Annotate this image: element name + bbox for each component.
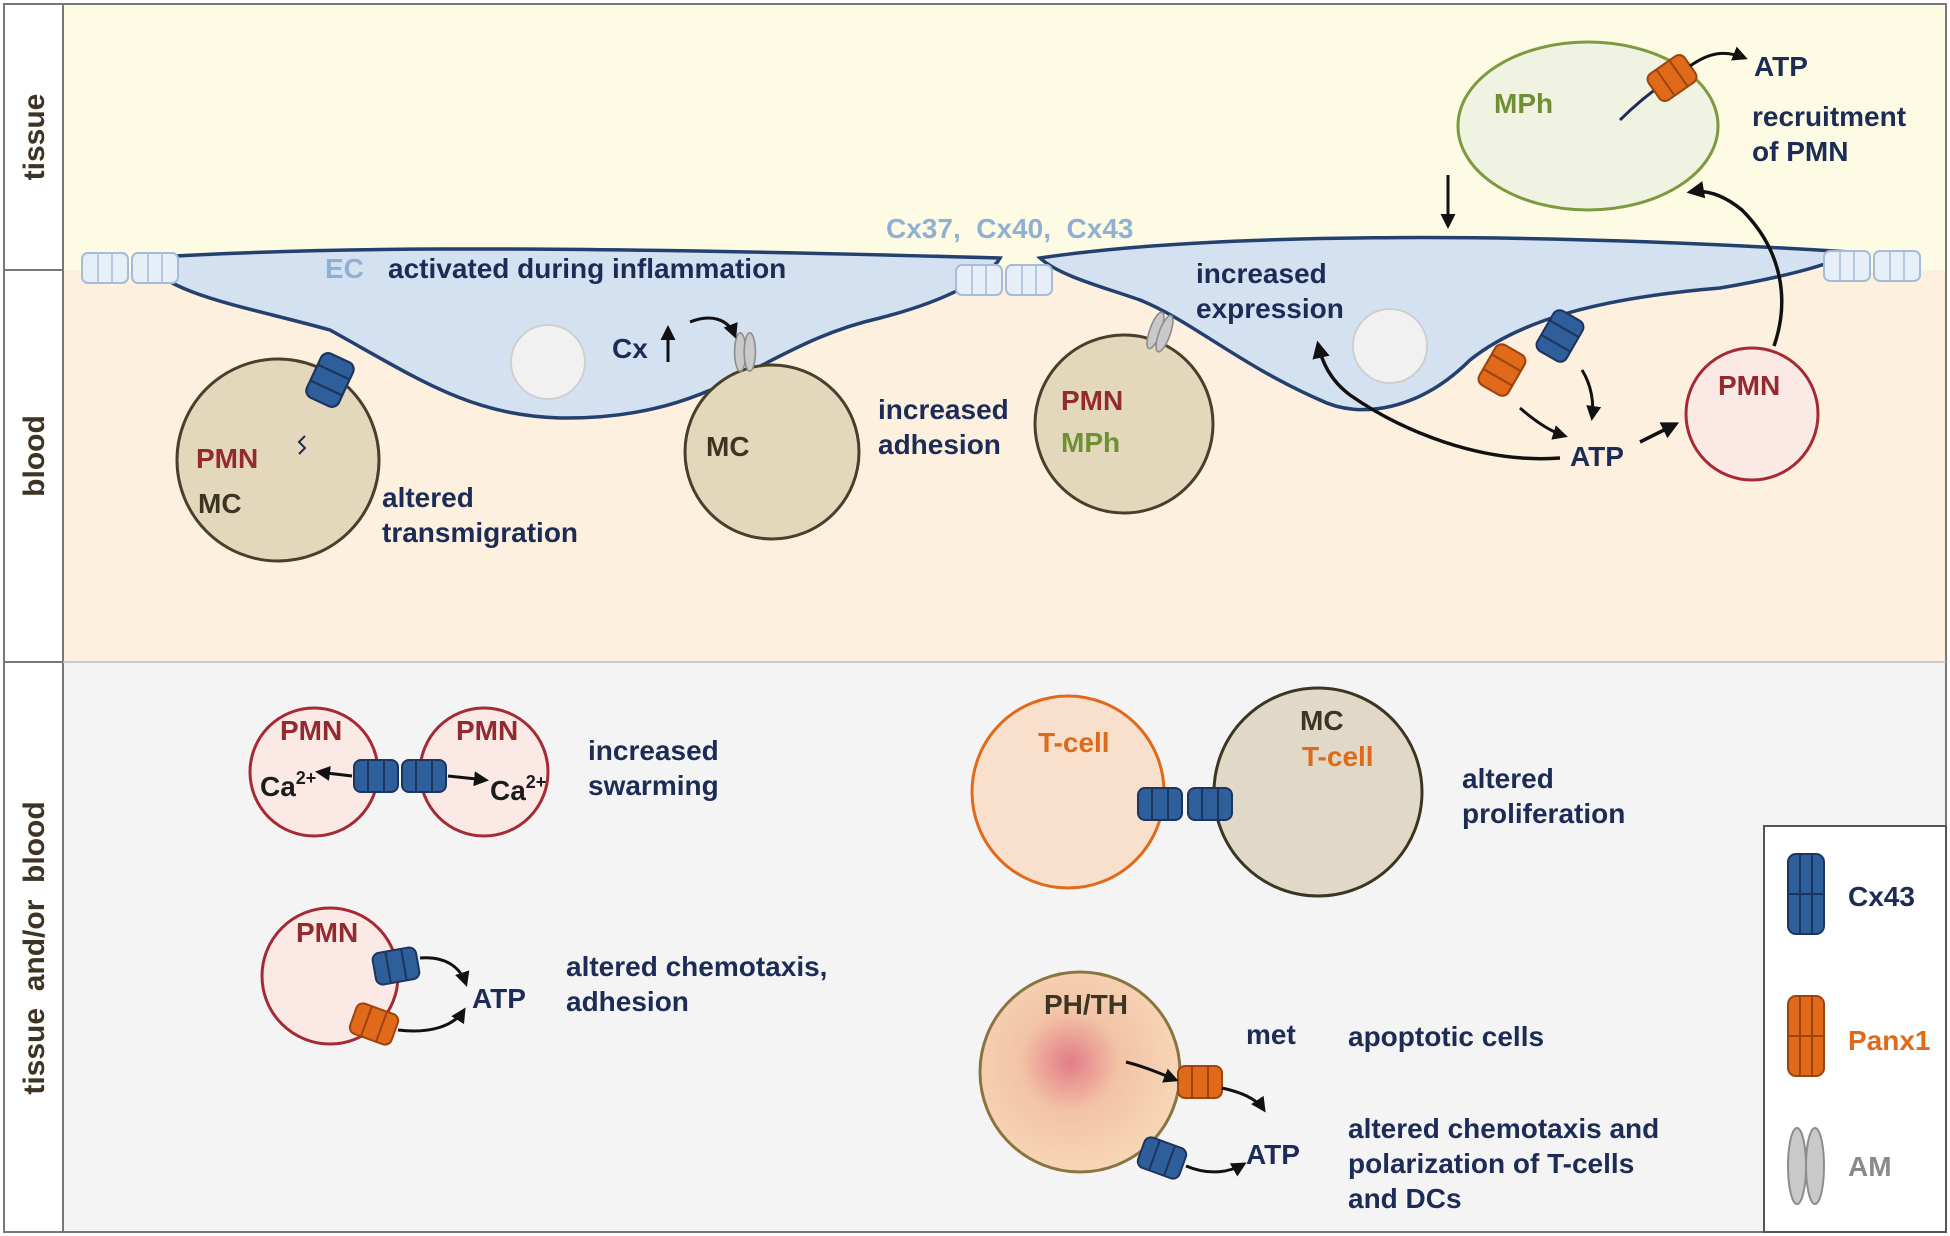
polarization-2: polarization of T-cells xyxy=(1348,1148,1634,1179)
pmn-b-label: PMN xyxy=(456,715,518,746)
increased-expression-2: expression xyxy=(1196,293,1344,324)
arrow-cx-out xyxy=(1185,1162,1247,1177)
cx43-gap-tcell-left xyxy=(1137,787,1183,821)
ec-label: EC xyxy=(325,253,364,284)
legend-am-icon xyxy=(1787,1127,1825,1205)
pmn-c-label: PMN xyxy=(296,917,358,948)
altered-transmigration-2: transmigration xyxy=(382,517,578,548)
side-label-tissue: tissue xyxy=(18,94,51,181)
pmn1-label: PMN xyxy=(196,443,258,474)
legend-cx43-label: Cx43 xyxy=(1848,881,1915,912)
arrow-cx-to-am xyxy=(689,316,738,339)
mc-cell-center xyxy=(683,363,861,541)
pmn-mc-cell xyxy=(175,357,381,563)
apoptotic-label: apoptotic cells xyxy=(1348,1021,1544,1052)
swarming-2: swarming xyxy=(588,770,719,801)
atp-c-label: ATP xyxy=(472,983,526,1014)
cx-types-label: Cx37, Cx40, Cx43 xyxy=(886,213,1134,244)
ec-activated-text: activated during inflammation xyxy=(388,253,786,284)
mph3-label: MPh xyxy=(1061,427,1120,458)
chemotaxis-2: adhesion xyxy=(566,986,689,1017)
legend-am-label: AM xyxy=(1848,1151,1892,1182)
arrow-mph-atp xyxy=(1689,46,1748,68)
legend-panx1-icon xyxy=(1787,995,1825,1077)
pmn3-label: PMN xyxy=(1061,385,1123,416)
cx43-gap-left xyxy=(353,759,399,793)
arrow-cx43-atp xyxy=(1580,369,1602,421)
panx1-icon-phth xyxy=(1177,1065,1223,1099)
pmn-mph-cell xyxy=(1033,333,1215,515)
ca-left-label: Ca2+ xyxy=(260,768,316,802)
tcell-a xyxy=(970,694,1166,890)
cx43-tail-pmn xyxy=(297,435,307,455)
tcell-b-label: T-cell xyxy=(1302,741,1374,772)
mc1-label: MC xyxy=(198,488,242,519)
polarization-1: altered chemotaxis and xyxy=(1348,1113,1659,1144)
tcell-a-label: T-cell xyxy=(1038,727,1110,758)
legend-cx43-icon xyxy=(1787,853,1825,935)
increased-expression-1: increased xyxy=(1196,258,1327,289)
arrow-panx-atp xyxy=(1519,406,1568,440)
recruitment-line1: recruitment xyxy=(1752,101,1906,132)
arrow-ca-left xyxy=(315,765,353,781)
atp-mid-label: ATP xyxy=(1570,441,1624,472)
mc2-label: MC xyxy=(706,431,750,462)
atp-top-label: ATP xyxy=(1754,51,1808,82)
chemotaxis-1: altered chemotaxis, xyxy=(566,951,827,982)
arrow-pmn-to-mph xyxy=(1686,181,1784,347)
recruitment-line2: of PMN xyxy=(1752,136,1848,167)
cx43-icon-pmn-c xyxy=(370,945,422,987)
met-label: met xyxy=(1246,1019,1296,1050)
altered-transmigration-1: altered xyxy=(382,482,474,513)
cx43-gap-right xyxy=(401,759,447,793)
arrow-atp-to-ec xyxy=(1312,340,1561,461)
arrow-ca-right xyxy=(447,771,489,787)
cx-up-label: Cx xyxy=(612,333,648,364)
increased-adhesion-2: adhesion xyxy=(878,429,1001,460)
phth-label: PH/TH xyxy=(1044,989,1128,1020)
legend-panx1-label: Panx1 xyxy=(1848,1025,1931,1056)
polarization-3: and DCs xyxy=(1348,1183,1462,1214)
arrow-panx-out xyxy=(1221,1086,1266,1113)
proliferation-2: proliferation xyxy=(1462,798,1625,829)
mph-tissue-label: MPh xyxy=(1494,88,1553,119)
cx43-gap-tcell-right xyxy=(1187,787,1233,821)
arrow-chemo-top xyxy=(419,956,470,987)
pmn4-label: PMN xyxy=(1718,370,1780,401)
arrow-atp-to-pmn xyxy=(1639,422,1680,444)
increased-adhesion-1: increased xyxy=(878,394,1009,425)
arrow-chemo-bottom xyxy=(397,1007,466,1033)
proliferation-1: altered xyxy=(1462,763,1554,794)
arrow-met-in xyxy=(1125,1060,1179,1083)
nucleus-right xyxy=(1352,308,1428,384)
mc-b-label: MC xyxy=(1300,705,1344,736)
ca-right-label: Ca2+ xyxy=(490,772,546,806)
pmn-a-label: PMN xyxy=(280,715,342,746)
am-icon-mc xyxy=(733,331,757,373)
swarming-1: increased xyxy=(588,735,719,766)
pmn-cell-right xyxy=(1684,346,1820,482)
side-label-both: tissue and/or blood xyxy=(18,801,51,1094)
nucleus-left xyxy=(510,324,586,400)
side-label-blood: blood xyxy=(18,415,51,497)
diagram-frame xyxy=(62,3,1947,1233)
atp-d-label: ATP xyxy=(1246,1139,1300,1170)
